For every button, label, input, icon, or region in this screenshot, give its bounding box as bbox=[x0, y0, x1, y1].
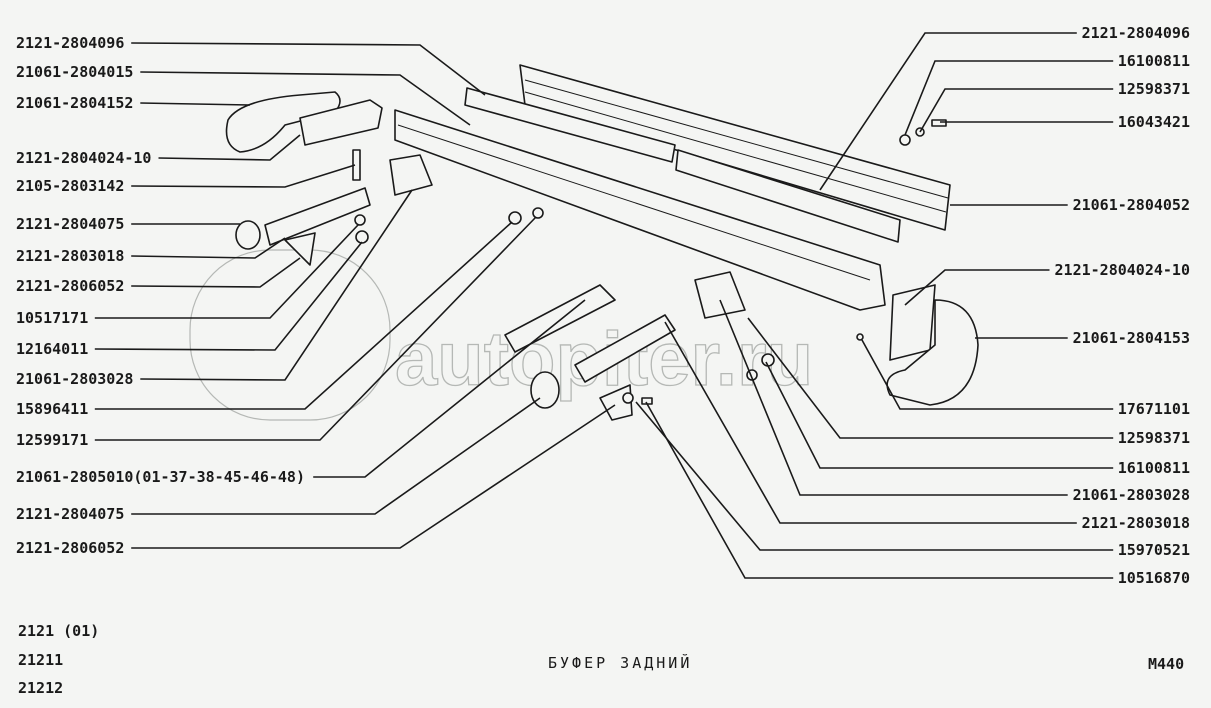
end-cap-right bbox=[886, 299, 979, 406]
part-label-right: 2121-2804024-10 bbox=[1055, 261, 1190, 279]
bumper-bar-lower bbox=[394, 109, 886, 311]
plate-left bbox=[284, 232, 316, 266]
leader-line bbox=[140, 71, 471, 126]
nut-2 bbox=[508, 211, 522, 225]
leader-line bbox=[158, 134, 301, 161]
leader-line bbox=[904, 269, 1050, 306]
leader-line bbox=[904, 60, 1114, 136]
left-part-labels: 2121-2804096 21061-2804015 21061-2804152 21… bbox=[16, 34, 305, 557]
part-label-right: 2121-2804096 bbox=[1082, 24, 1190, 42]
part-label-left: 10517171 bbox=[16, 309, 88, 327]
leader-line bbox=[140, 189, 413, 381]
rubber-sleeve-left bbox=[235, 220, 261, 250]
part-label-right: 21061-2803028 bbox=[1073, 486, 1190, 504]
rear-bumper-parts bbox=[225, 64, 979, 421]
part-label-right: 17671101 bbox=[1118, 400, 1190, 418]
mount-bracket-right bbox=[694, 271, 746, 319]
part-label-right: 10516870 bbox=[1118, 569, 1190, 587]
part-label-left: 21061-2803028 bbox=[16, 370, 133, 388]
rubber-sleeve-center bbox=[530, 371, 560, 409]
nut-4 bbox=[899, 134, 911, 146]
leader-line bbox=[131, 42, 486, 96]
leader-line bbox=[861, 339, 1114, 410]
leader-line bbox=[747, 317, 1114, 439]
model-label-1: 2121 (01) bbox=[18, 622, 99, 640]
leader-line bbox=[131, 237, 286, 259]
screw bbox=[856, 333, 864, 341]
part-label-right: 16100811 bbox=[1118, 459, 1190, 477]
washer-2 bbox=[532, 207, 544, 219]
part-label-right: 16043421 bbox=[1118, 113, 1190, 131]
leader-line bbox=[94, 216, 537, 441]
model-label-2: 21211 bbox=[18, 651, 63, 669]
leader-line bbox=[94, 241, 363, 351]
leader-line bbox=[131, 164, 356, 188]
part-label-left: 21061-2805010(01-37-38-45-46-48) bbox=[16, 468, 305, 486]
part-label-left: 12599171 bbox=[16, 431, 88, 449]
part-label-right: 12598371 bbox=[1118, 80, 1190, 98]
leader-line bbox=[94, 224, 359, 319]
nut bbox=[355, 230, 369, 244]
leader-line bbox=[131, 404, 616, 549]
part-label-right: 21061-2804153 bbox=[1073, 329, 1190, 347]
plate-center bbox=[599, 384, 633, 421]
bracket-tube-center bbox=[504, 284, 616, 353]
leader-line bbox=[819, 32, 1077, 191]
bolt-3 bbox=[931, 119, 947, 127]
leader-line bbox=[140, 102, 251, 106]
bracket-tube-left bbox=[264, 187, 371, 246]
bracket-tube-right bbox=[574, 314, 676, 383]
part-label-right: 2121-2803018 bbox=[1082, 514, 1190, 532]
part-label-left: 12164011 bbox=[16, 340, 88, 358]
right-part-labels: 2121-2804096 16100811 12598371 16043421 2106… bbox=[1055, 24, 1190, 587]
leader-line bbox=[765, 361, 1114, 469]
part-label-right: 21061-2804052 bbox=[1073, 196, 1190, 214]
leader-line bbox=[94, 221, 513, 410]
part-label-right: 12598371 bbox=[1118, 429, 1190, 447]
leader-line bbox=[919, 88, 1114, 133]
mount-bracket-left bbox=[389, 154, 433, 196]
part-label-left: 2121-2804075 bbox=[16, 505, 124, 523]
leader-line bbox=[645, 401, 1114, 579]
end-cap-bracket-right bbox=[889, 284, 936, 361]
part-label-right: 16100811 bbox=[1118, 52, 1190, 70]
part-label-left: 2121-2806052 bbox=[16, 539, 124, 557]
part-label-left: 2121-2804096 bbox=[16, 34, 124, 52]
bumper-strip bbox=[464, 87, 676, 163]
part-label-left: 21061-2804152 bbox=[16, 94, 133, 112]
part-label-left: 2121-2804075 bbox=[16, 215, 124, 233]
model-label-3: 21212 bbox=[18, 679, 63, 697]
part-label-left: 2121-2806052 bbox=[16, 277, 124, 295]
part-label-left: 2121-2803018 bbox=[16, 247, 124, 265]
end-cap-bracket-left bbox=[299, 99, 383, 146]
washer bbox=[354, 214, 366, 226]
part-label-right: 15970521 bbox=[1118, 541, 1190, 559]
washer-3 bbox=[622, 392, 634, 404]
part-label-left: 15896411 bbox=[16, 400, 88, 418]
leader-line bbox=[719, 299, 1068, 496]
leader-line bbox=[664, 321, 1077, 524]
bumper-bar-upper bbox=[519, 64, 951, 231]
part-label-left: 2121-2804024-10 bbox=[16, 149, 151, 167]
part-label-left: 2105-2803142 bbox=[16, 177, 124, 195]
part-label-left: 21061-2804015 bbox=[16, 63, 133, 81]
page-code: M440 bbox=[1148, 655, 1184, 673]
bumper-strip-right bbox=[675, 149, 901, 243]
page-title: БУФЕР ЗАДНИЙ bbox=[548, 653, 692, 672]
leader-line bbox=[131, 397, 541, 515]
leader-lines bbox=[94, 32, 1114, 579]
leader-line bbox=[635, 401, 1114, 551]
leader-line bbox=[131, 257, 301, 288]
leader-line bbox=[313, 299, 586, 478]
